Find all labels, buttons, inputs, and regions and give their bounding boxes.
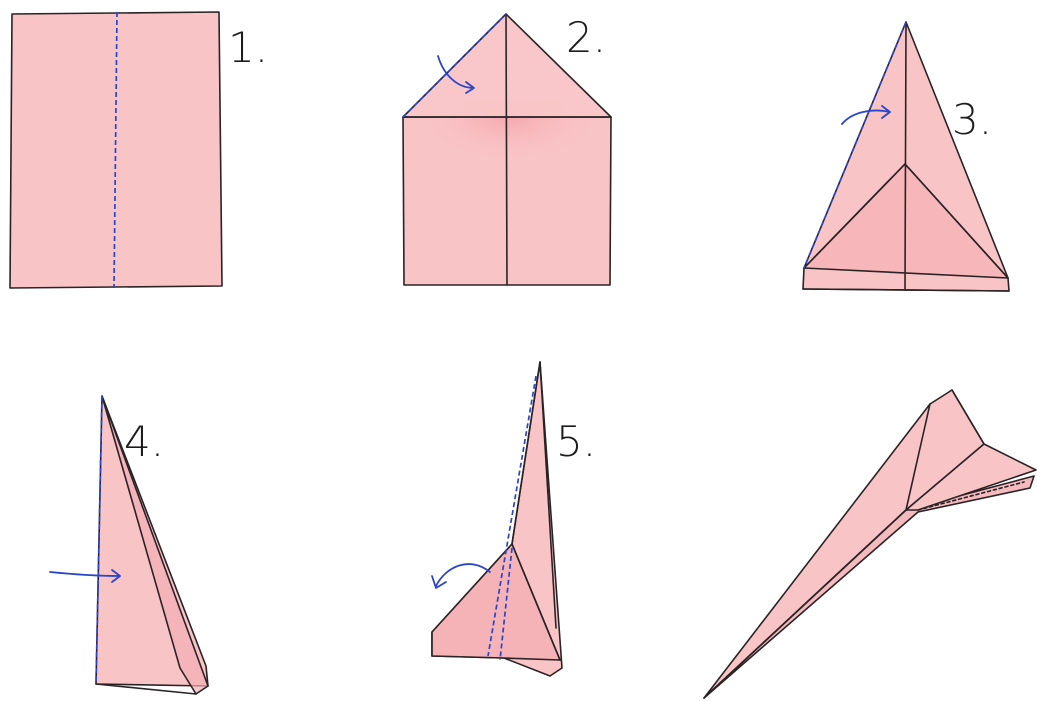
step-5-fold-arrow-icon bbox=[431, 563, 491, 589]
step-3-label: 3. bbox=[952, 95, 992, 144]
step-3-bottom-edge bbox=[802, 288, 1010, 292]
plane-nose-edge bbox=[951, 389, 985, 445]
step-5-spine-crease bbox=[511, 361, 541, 545]
step-2: 2. bbox=[402, 13, 612, 286]
step-5-wing-flap bbox=[431, 543, 561, 661]
step-5-label: 5. bbox=[556, 417, 596, 466]
step-4: 4. bbox=[49, 395, 209, 695]
step-1-label: 1. bbox=[228, 23, 268, 72]
step-5-right-fold-guide bbox=[499, 547, 513, 661]
step-4-bottom-edge bbox=[95, 683, 197, 695]
step-3-center-crease bbox=[904, 21, 907, 290]
step-3-inner-right-edge bbox=[904, 163, 1009, 279]
plane-tail-fin bbox=[905, 443, 1037, 511]
step-5-wing-edge bbox=[511, 543, 561, 661]
step-3-fold-arrow-icon bbox=[841, 105, 891, 125]
finished-paper-airplane bbox=[703, 389, 1037, 699]
step-2-center-crease bbox=[505, 13, 508, 286]
plane-inner-crease bbox=[905, 403, 931, 511]
plane-dashed-wing-line bbox=[917, 481, 1025, 511]
plane-fuselage-crease bbox=[703, 509, 907, 699]
step-1-center-fold-guide bbox=[113, 11, 118, 289]
step-5-left-fold-guide bbox=[487, 375, 537, 657]
step-1: 1. bbox=[9, 11, 268, 289]
step-3-diagonal-fold-guide bbox=[803, 21, 907, 269]
step-4-label: 4. bbox=[124, 417, 164, 466]
step-3-inner-left-edge bbox=[803, 163, 906, 269]
step-3: 3. bbox=[802, 21, 1010, 292]
step-4-fold-arrow-icon bbox=[49, 569, 121, 583]
step-5: 5. bbox=[431, 361, 596, 677]
step-2-label: 2. bbox=[566, 13, 606, 62]
plane-left-wing bbox=[703, 389, 985, 699]
step-2-fold-arrow-icon bbox=[437, 55, 475, 94]
step-4-vertical-fold-guide bbox=[95, 395, 103, 685]
step-5-right-edge bbox=[539, 361, 557, 629]
step-2-diagonal-fold-guide bbox=[402, 13, 507, 118]
